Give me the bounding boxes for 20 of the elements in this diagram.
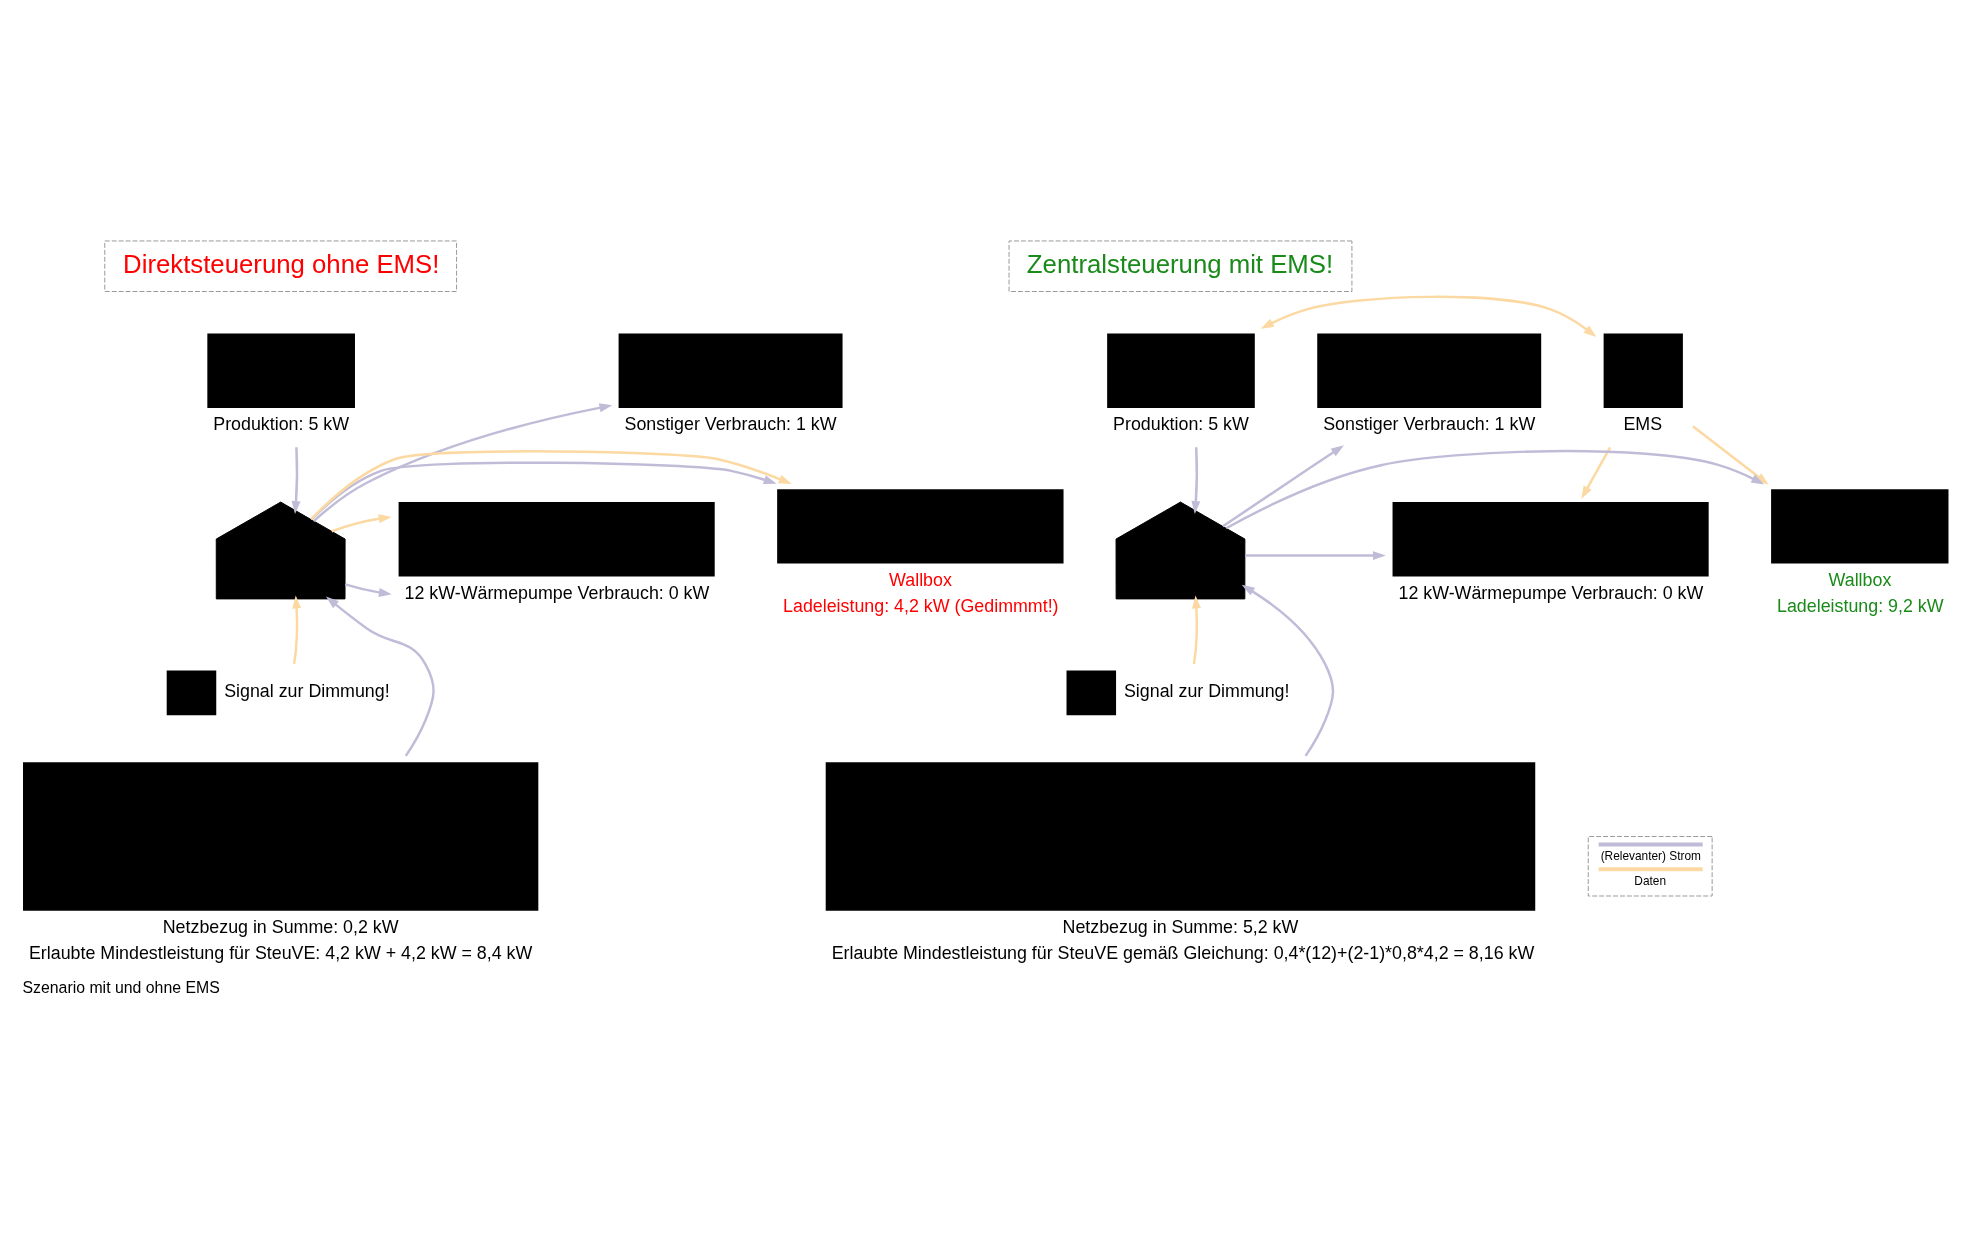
node-label: Wallbox [1828, 569, 1892, 590]
node-label: Ladeleistung: 9,2 kW [1777, 594, 1944, 615]
node-label: Netzbezug in Summe: 5,2 kW [1062, 916, 1299, 937]
legend-label: Daten [1634, 873, 1667, 888]
caption: Szenario mit und ohne EMS [22, 978, 220, 996]
node-label: Ladeleistung: 4,2 kW (Gedimmmt!) [783, 594, 1059, 615]
node-label: 12 kW-Wärmepumpe Verbrauch: 0 kW [404, 582, 710, 603]
node-label: Produktion: 5 kW [1113, 413, 1249, 434]
node-label: Netzbezug in Summe: 0,2 kW [162, 916, 399, 937]
node-label: EMS [1623, 413, 1663, 434]
node-label: Produktion: 5 kW [213, 413, 350, 434]
node-label: Signal zur Dimmung! [224, 680, 390, 701]
node-label: Erlaubte Mindestleistung für SteuVE: 4,2 kW + 4,2 kW = 8,4 kW [28, 942, 533, 963]
legend-label: (Relevanter) Strom [1600, 848, 1701, 863]
node-label: Signal zur Dimmung! [1123, 680, 1290, 701]
node-label: Wallbox [889, 569, 952, 590]
node-label: Sonstiger Verbrauch: 1 kW [1323, 413, 1536, 434]
node-label: Erlaubte Mindestleistung für SteuVE gemäß Gleichung: 0,4*(12)+(2-1)*0,8*4,2 = 8,16 kW [831, 942, 1535, 963]
node-label: Sonstiger Verbrauch: 1 kW [624, 413, 837, 434]
node-label: 12 kW-Wärmepumpe Verbrauch: 0 kW [1398, 582, 1704, 603]
